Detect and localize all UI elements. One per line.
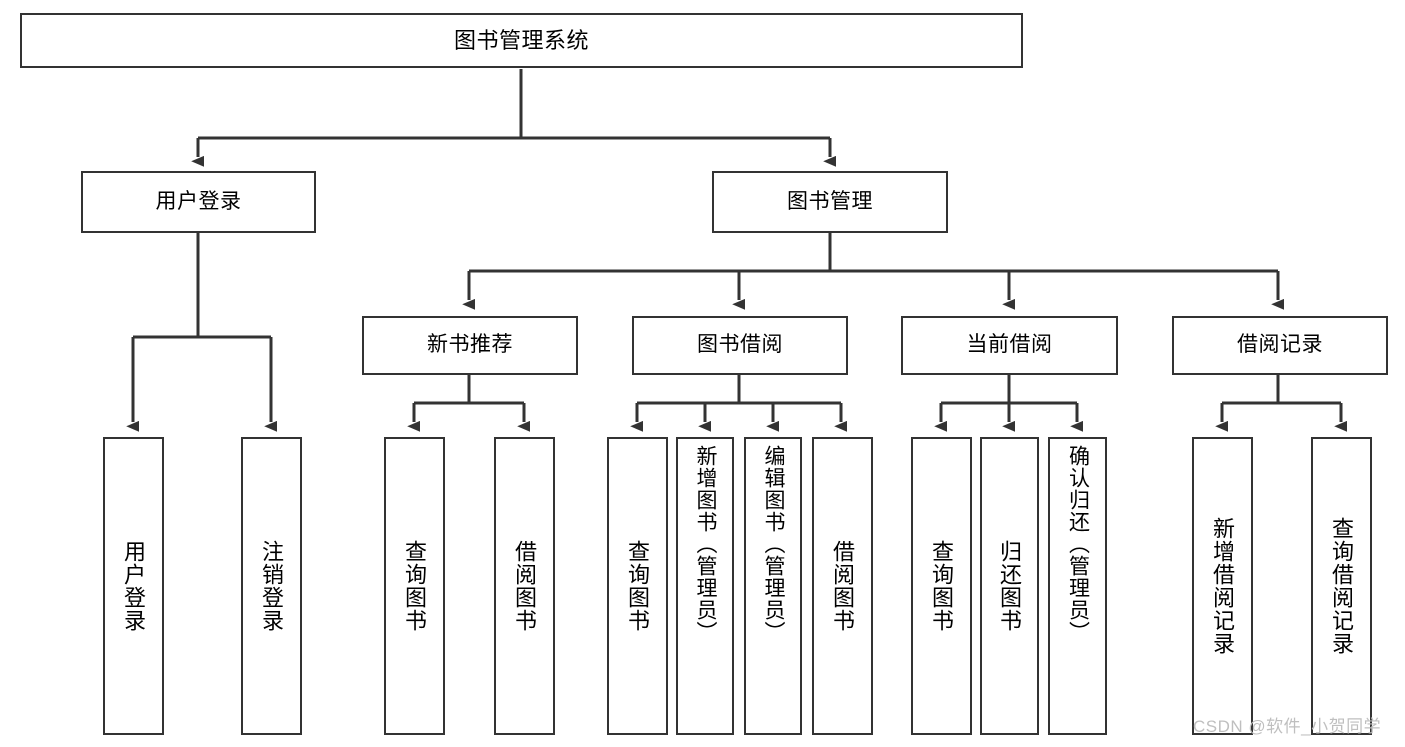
node-label: 归还图书 [997,540,1023,632]
node-label: 确认归还（管理员） [1066,445,1090,643]
node-label: 图书借阅 [697,333,783,357]
node-label: 查询图书 [929,540,955,632]
node-label: 新书推荐 [427,333,513,357]
node-label: 编辑图书（管理员） [762,445,786,643]
node-label: 查询图书 [625,540,651,632]
node-user-login[interactable]: 用户登录 [81,171,316,233]
node-label: 查询图书 [402,540,428,632]
leaf-query-book-recommend[interactable]: 查询图书 [384,437,445,735]
node-current-borrow[interactable]: 当前借阅 [901,316,1118,375]
leaf-add-borrow-record[interactable]: 新增借阅记录 [1192,437,1253,735]
node-book-management[interactable]: 图书管理 [712,171,948,233]
leaf-add-book-admin[interactable]: 新增图书（管理员） [676,437,734,735]
node-label: 图书管理 [787,189,873,213]
node-label: 借阅图书 [830,540,856,632]
node-label: 用户登录 [121,540,147,632]
watermark-text: CSDN @软件_小贺同学 [1193,717,1382,736]
leaf-user-login[interactable]: 用户登录 [103,437,164,735]
node-book-borrow[interactable]: 图书借阅 [632,316,848,375]
node-label: 新增图书（管理员） [694,445,718,643]
node-label: 查询借阅记录 [1329,517,1355,655]
node-label: 新增借阅记录 [1210,517,1236,655]
node-label: 借阅记录 [1237,333,1323,357]
node-label: 用户登录 [155,189,242,213]
node-label: 注销登录 [259,540,285,632]
node-root-system[interactable]: 图书管理系统 [20,13,1023,68]
leaf-confirm-return-admin[interactable]: 确认归还（管理员） [1048,437,1107,735]
node-label: 当前借阅 [966,333,1053,357]
leaf-query-book-borrow[interactable]: 查询图书 [607,437,668,735]
leaf-edit-book-admin[interactable]: 编辑图书（管理员） [744,437,802,735]
node-new-book-recommend[interactable]: 新书推荐 [362,316,578,375]
leaf-logout-login[interactable]: 注销登录 [241,437,302,735]
leaf-query-book-current[interactable]: 查询图书 [911,437,972,735]
leaf-return-book[interactable]: 归还图书 [980,437,1039,735]
node-borrow-record[interactable]: 借阅记录 [1172,316,1388,375]
leaf-borrow-book-recommend[interactable]: 借阅图书 [494,437,555,735]
node-label: 图书管理系统 [453,27,589,53]
leaf-query-borrow-record[interactable]: 查询借阅记录 [1311,437,1372,735]
leaf-borrow-book[interactable]: 借阅图书 [812,437,873,735]
node-label: 借阅图书 [512,540,538,632]
